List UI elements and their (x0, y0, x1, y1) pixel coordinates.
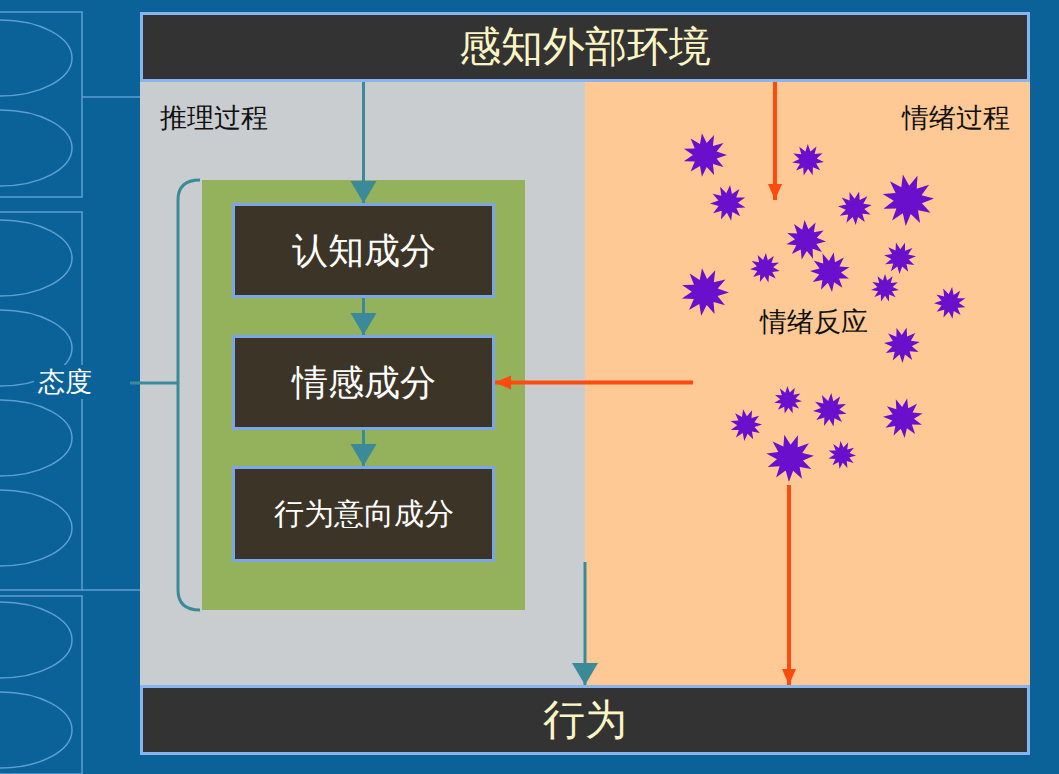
label-holder: 态度 (34, 364, 96, 400)
node-text: 情感成分 (292, 361, 436, 404)
deco-frame (0, 596, 82, 774)
deco-line (82, 96, 140, 98)
emotion-star (813, 393, 847, 427)
emotion-star (838, 192, 872, 226)
component-box: 行为意向成分 (232, 466, 495, 562)
node-text: 情绪过程 (902, 102, 1010, 134)
flow-arrow (773, 82, 777, 200)
flow-arrow (362, 298, 365, 335)
bracket-label: 态度 (34, 365, 96, 399)
side-decoration (0, 12, 140, 774)
flow-arrow (362, 82, 365, 203)
deco-line (82, 589, 140, 591)
deco-arc (0, 220, 72, 296)
attitude-group-box (202, 180, 525, 610)
emotion-star (810, 252, 849, 292)
attitude-bracket (178, 180, 200, 610)
emotion-star (766, 435, 814, 482)
emotion-star (934, 287, 965, 319)
emotion-star (884, 243, 916, 275)
deco-arc (0, 692, 72, 768)
deco-arc (0, 20, 72, 96)
emotion-star (710, 185, 745, 221)
emotion-star (787, 220, 826, 260)
behavior-bar: 行为 (140, 685, 1030, 755)
deco-arc (0, 110, 72, 186)
stimulus-bar: 感知外部环境 (140, 12, 1030, 82)
component-box: 认知成分 (232, 203, 495, 298)
emotion-star (750, 253, 780, 283)
deco-arc (0, 490, 72, 566)
node-text: 行为意向成分 (274, 496, 454, 532)
emotion-star (828, 441, 856, 469)
emotion-star (682, 268, 729, 316)
node-text: 情绪反应 (760, 306, 868, 338)
flow-arrow (787, 485, 791, 685)
emotion-star (883, 398, 923, 438)
node-text: 感知外部环境 (459, 19, 711, 75)
component-box: 情感成分 (232, 335, 495, 430)
emotion-star (731, 409, 763, 441)
emotion-star (792, 144, 824, 175)
emotion-cloud: 情绪反应 (693, 200, 935, 485)
flow-arrow (495, 381, 693, 385)
node-text: 行为 (543, 692, 627, 748)
emotion-stars (682, 133, 966, 482)
reasoning-panel: 认知成分情感成分行为意向成分 推理过程 (140, 82, 585, 685)
emotion-star (684, 133, 727, 177)
flow-arrow (584, 562, 587, 685)
bracket-leader (130, 382, 178, 385)
emotion-panel: 情绪反应 情绪过程 (585, 82, 1030, 685)
node-text: 推理过程 (160, 102, 268, 134)
deco-arc (0, 602, 72, 678)
emotion-star (884, 328, 920, 363)
node-text: 认知成分 (292, 229, 436, 272)
emotion-star (883, 175, 934, 226)
emotion-star (871, 274, 899, 301)
deco-arc (0, 400, 72, 476)
emotion-star (774, 386, 802, 414)
flow-arrow (362, 430, 365, 466)
deco-frame (0, 12, 82, 197)
